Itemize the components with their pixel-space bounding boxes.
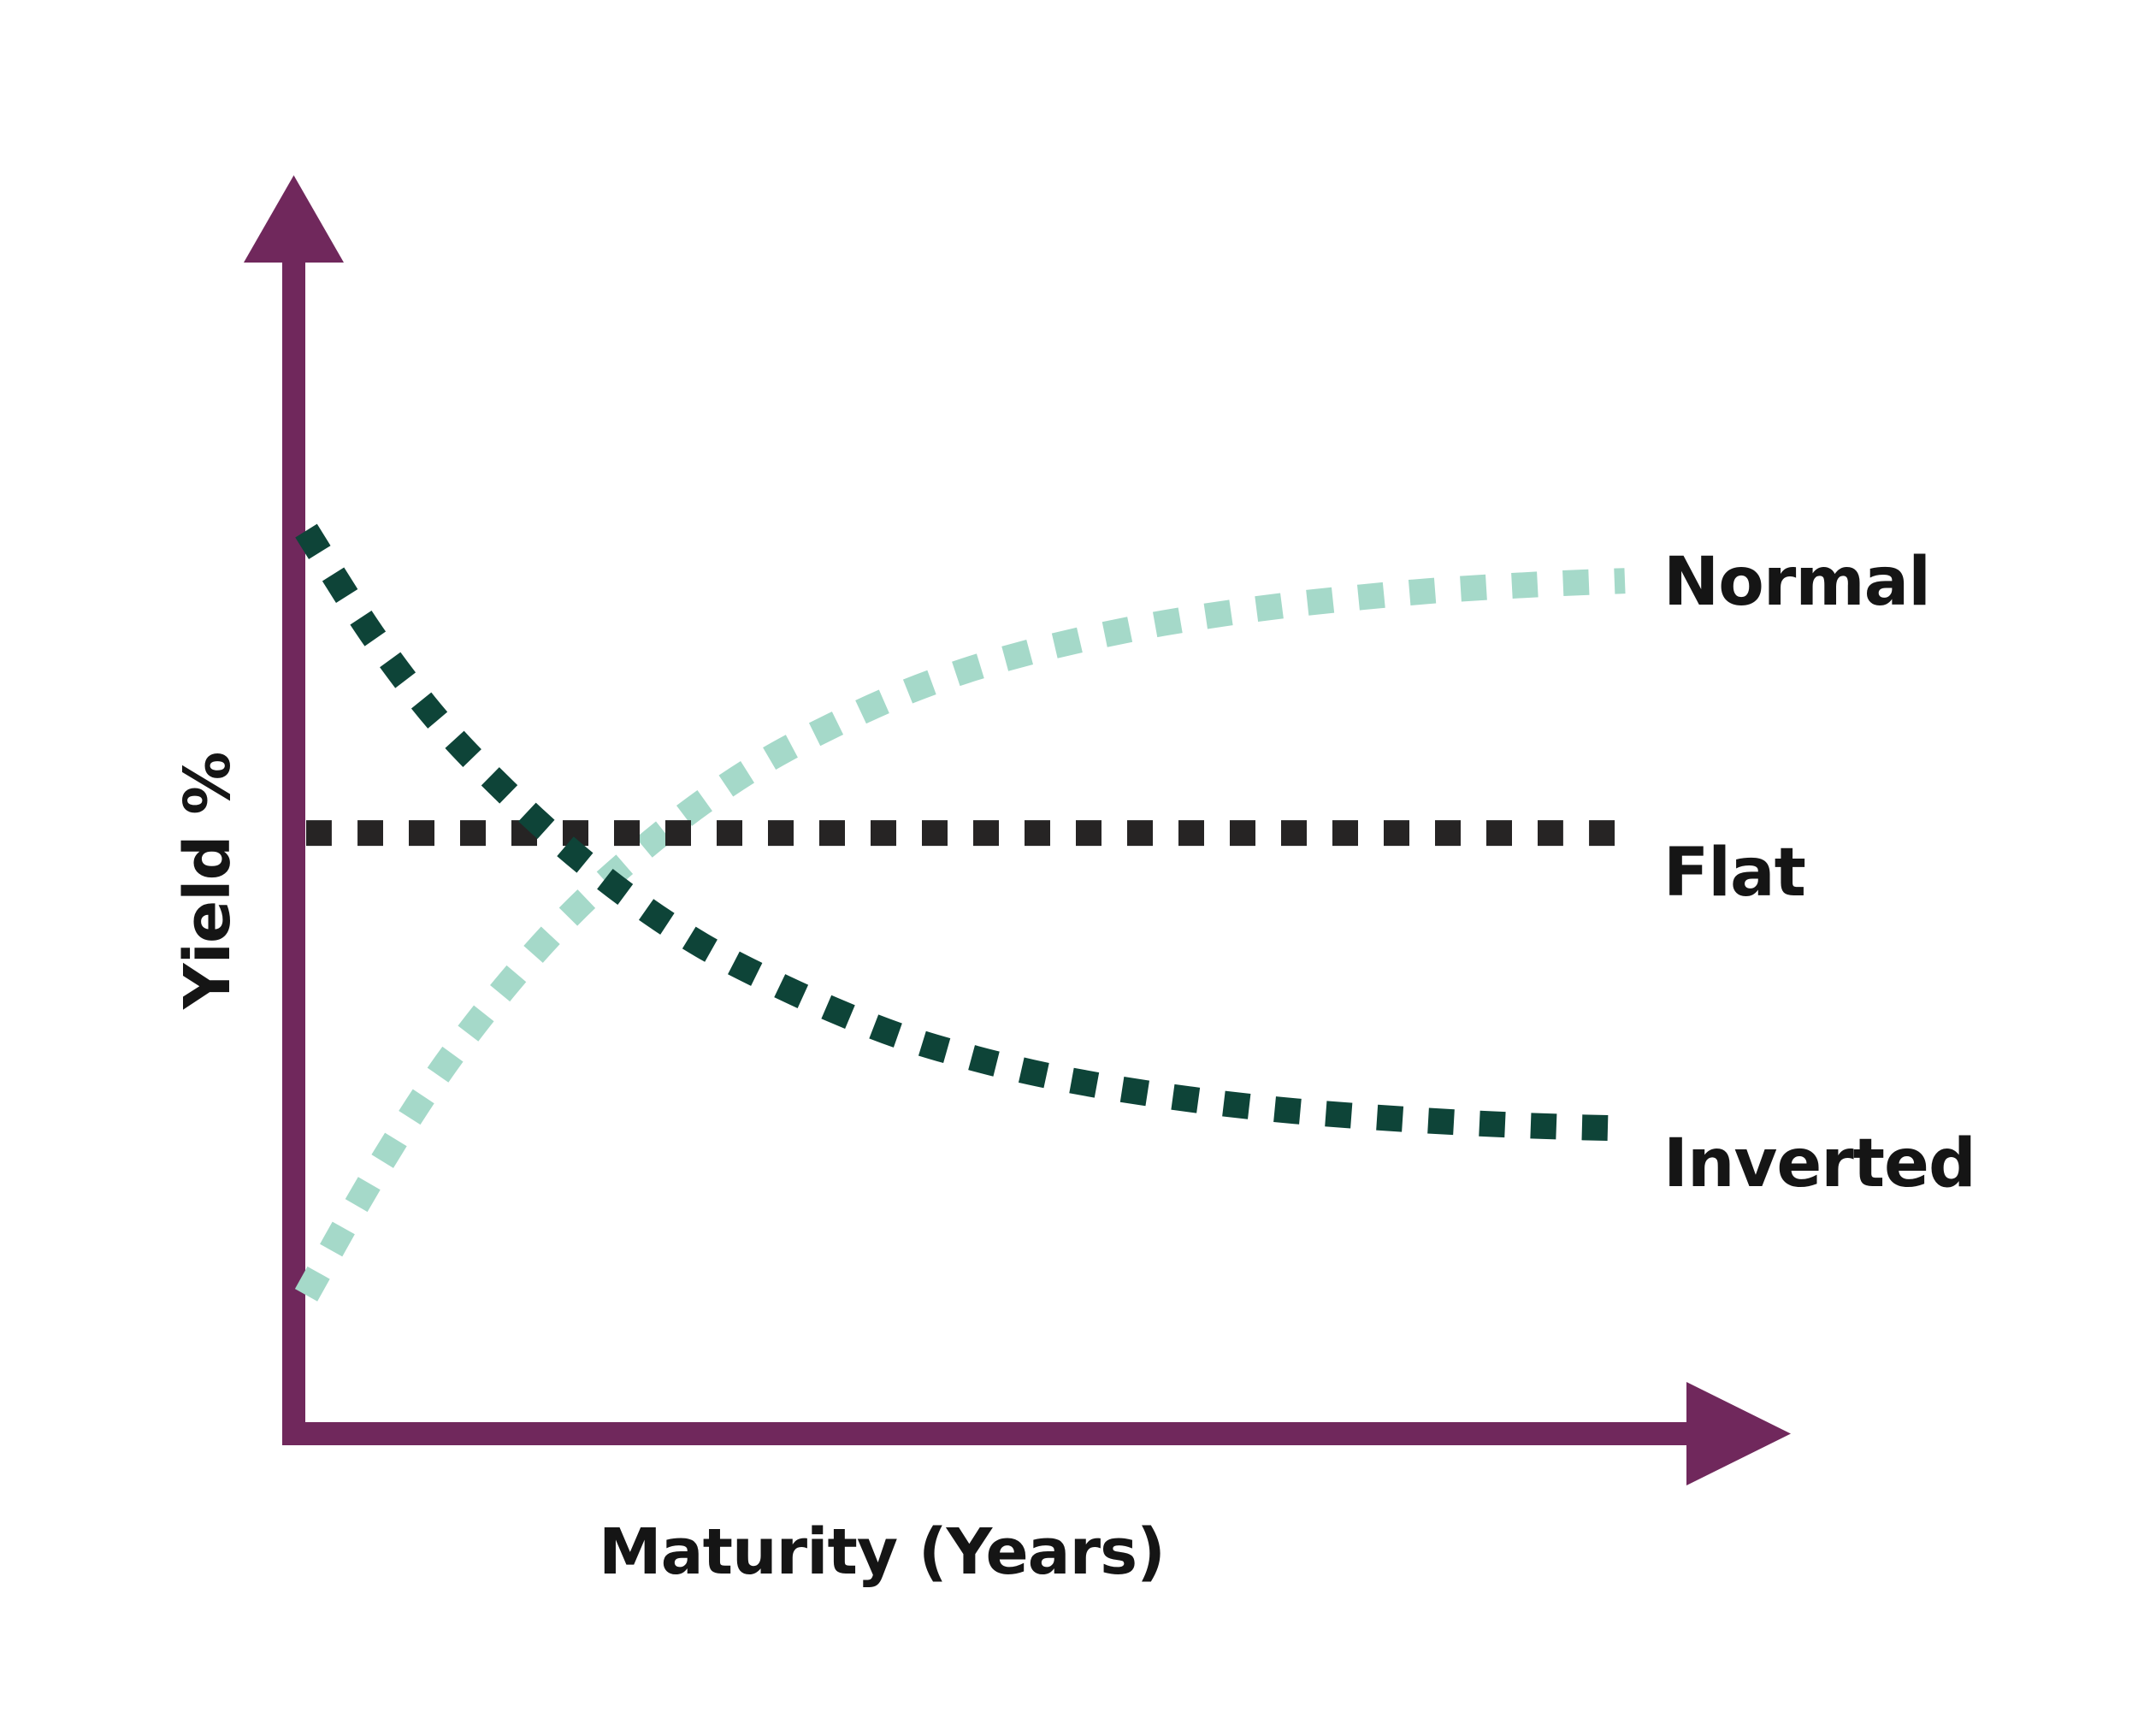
x-axis-line [282,1422,1692,1445]
x-axis-title: Maturity (Years) [599,1515,1166,1589]
legend-label-normal: Normal [1663,544,1931,621]
series-line-normal [294,568,1626,1302]
series-layer [294,523,1626,1302]
y-axis-line [282,257,305,1445]
legend-label-inverted: Inverted [1663,1125,1976,1202]
x-axis-arrow-icon [1686,1382,1791,1485]
y-axis-arrow-icon [244,175,344,263]
axis-group [244,175,1791,1485]
series-line-inverted [295,523,1626,1142]
legend-label-flat: Flat [1663,835,1806,912]
y-axis-title: Yield % [171,752,245,1009]
